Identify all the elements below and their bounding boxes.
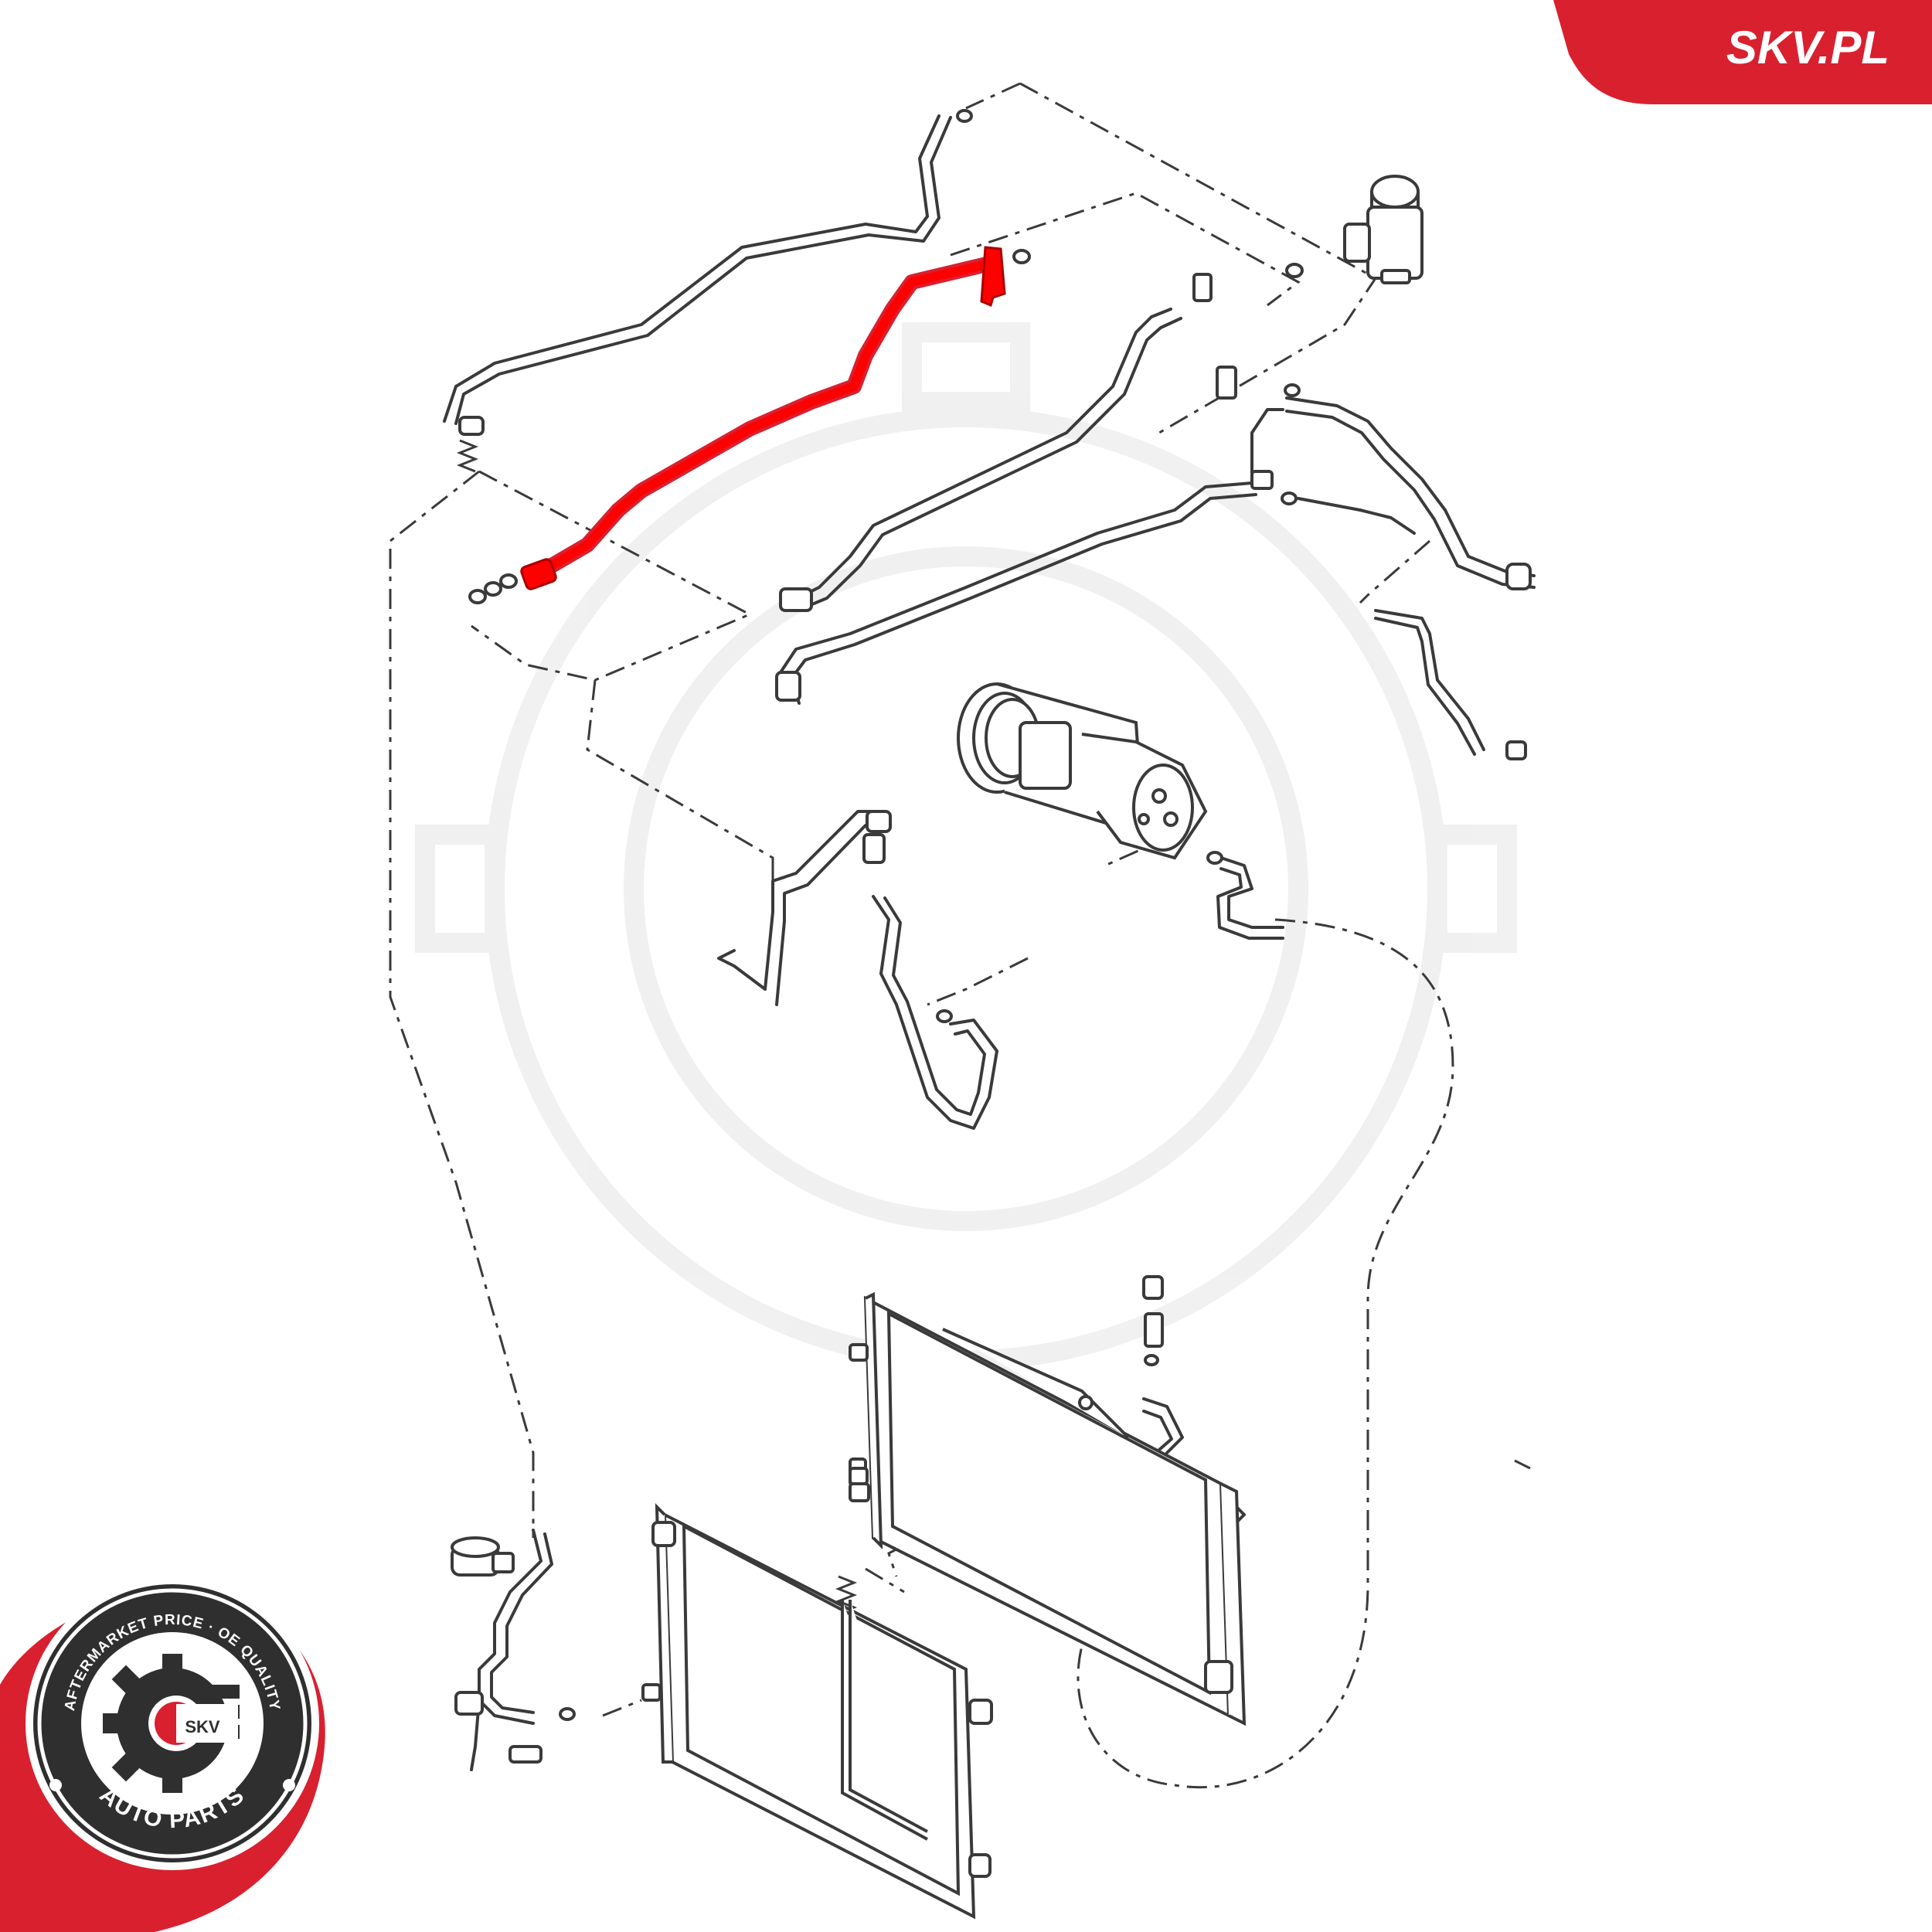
quality-seal: SKV AFTERMARKET PRICE · OE QUALITY AUTO … bbox=[0, 1577, 325, 1932]
pressure-switch-icon bbox=[451, 1536, 515, 1577]
condenser-icon bbox=[641, 1503, 993, 1920]
highlighted-refrigerant-hose bbox=[520, 246, 1006, 590]
ac-compressor-icon bbox=[957, 682, 1208, 860]
expansion-valve-icon bbox=[1343, 175, 1423, 284]
seal-center-label: SKV bbox=[185, 1717, 220, 1736]
site-label[interactable]: SKV.PL bbox=[1726, 22, 1889, 73]
watermark-gear-icon bbox=[415, 322, 1517, 1455]
dashed-guide-lines bbox=[389, 82, 1531, 1789]
brand-tab[interactable]: SKV.PL bbox=[1553, 0, 1932, 104]
o-ring-fittings bbox=[454, 109, 1532, 1764]
radiator-icon bbox=[849, 1291, 1247, 1726]
